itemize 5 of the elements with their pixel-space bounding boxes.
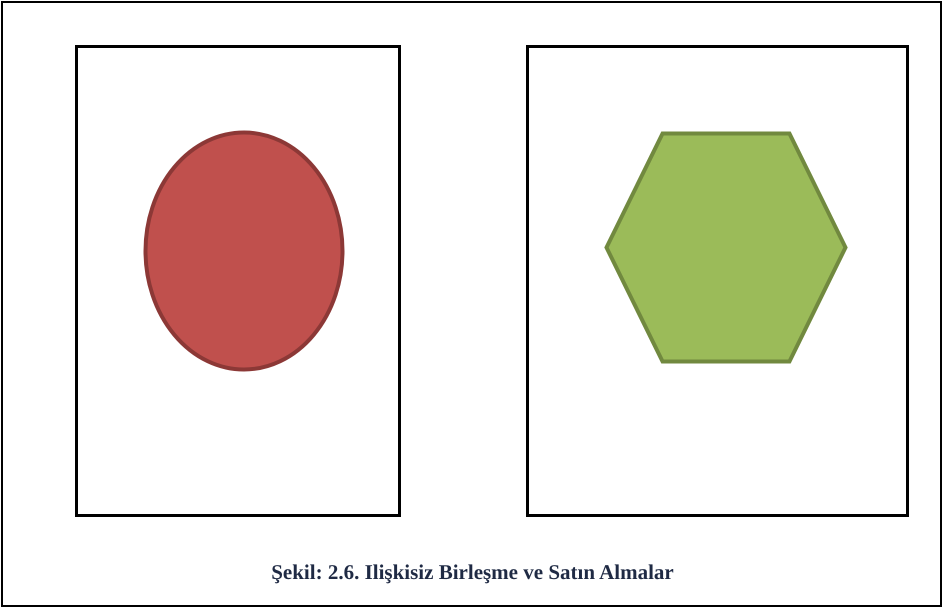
panel-box <box>526 45 909 517</box>
hexagon-shape <box>604 131 848 364</box>
figure-caption: Şekil: 2.6. Ilişkisiz Birleşme ve Satın Almalar <box>271 560 674 584</box>
ellipse-shape <box>143 130 345 372</box>
panel-box <box>75 45 401 517</box>
